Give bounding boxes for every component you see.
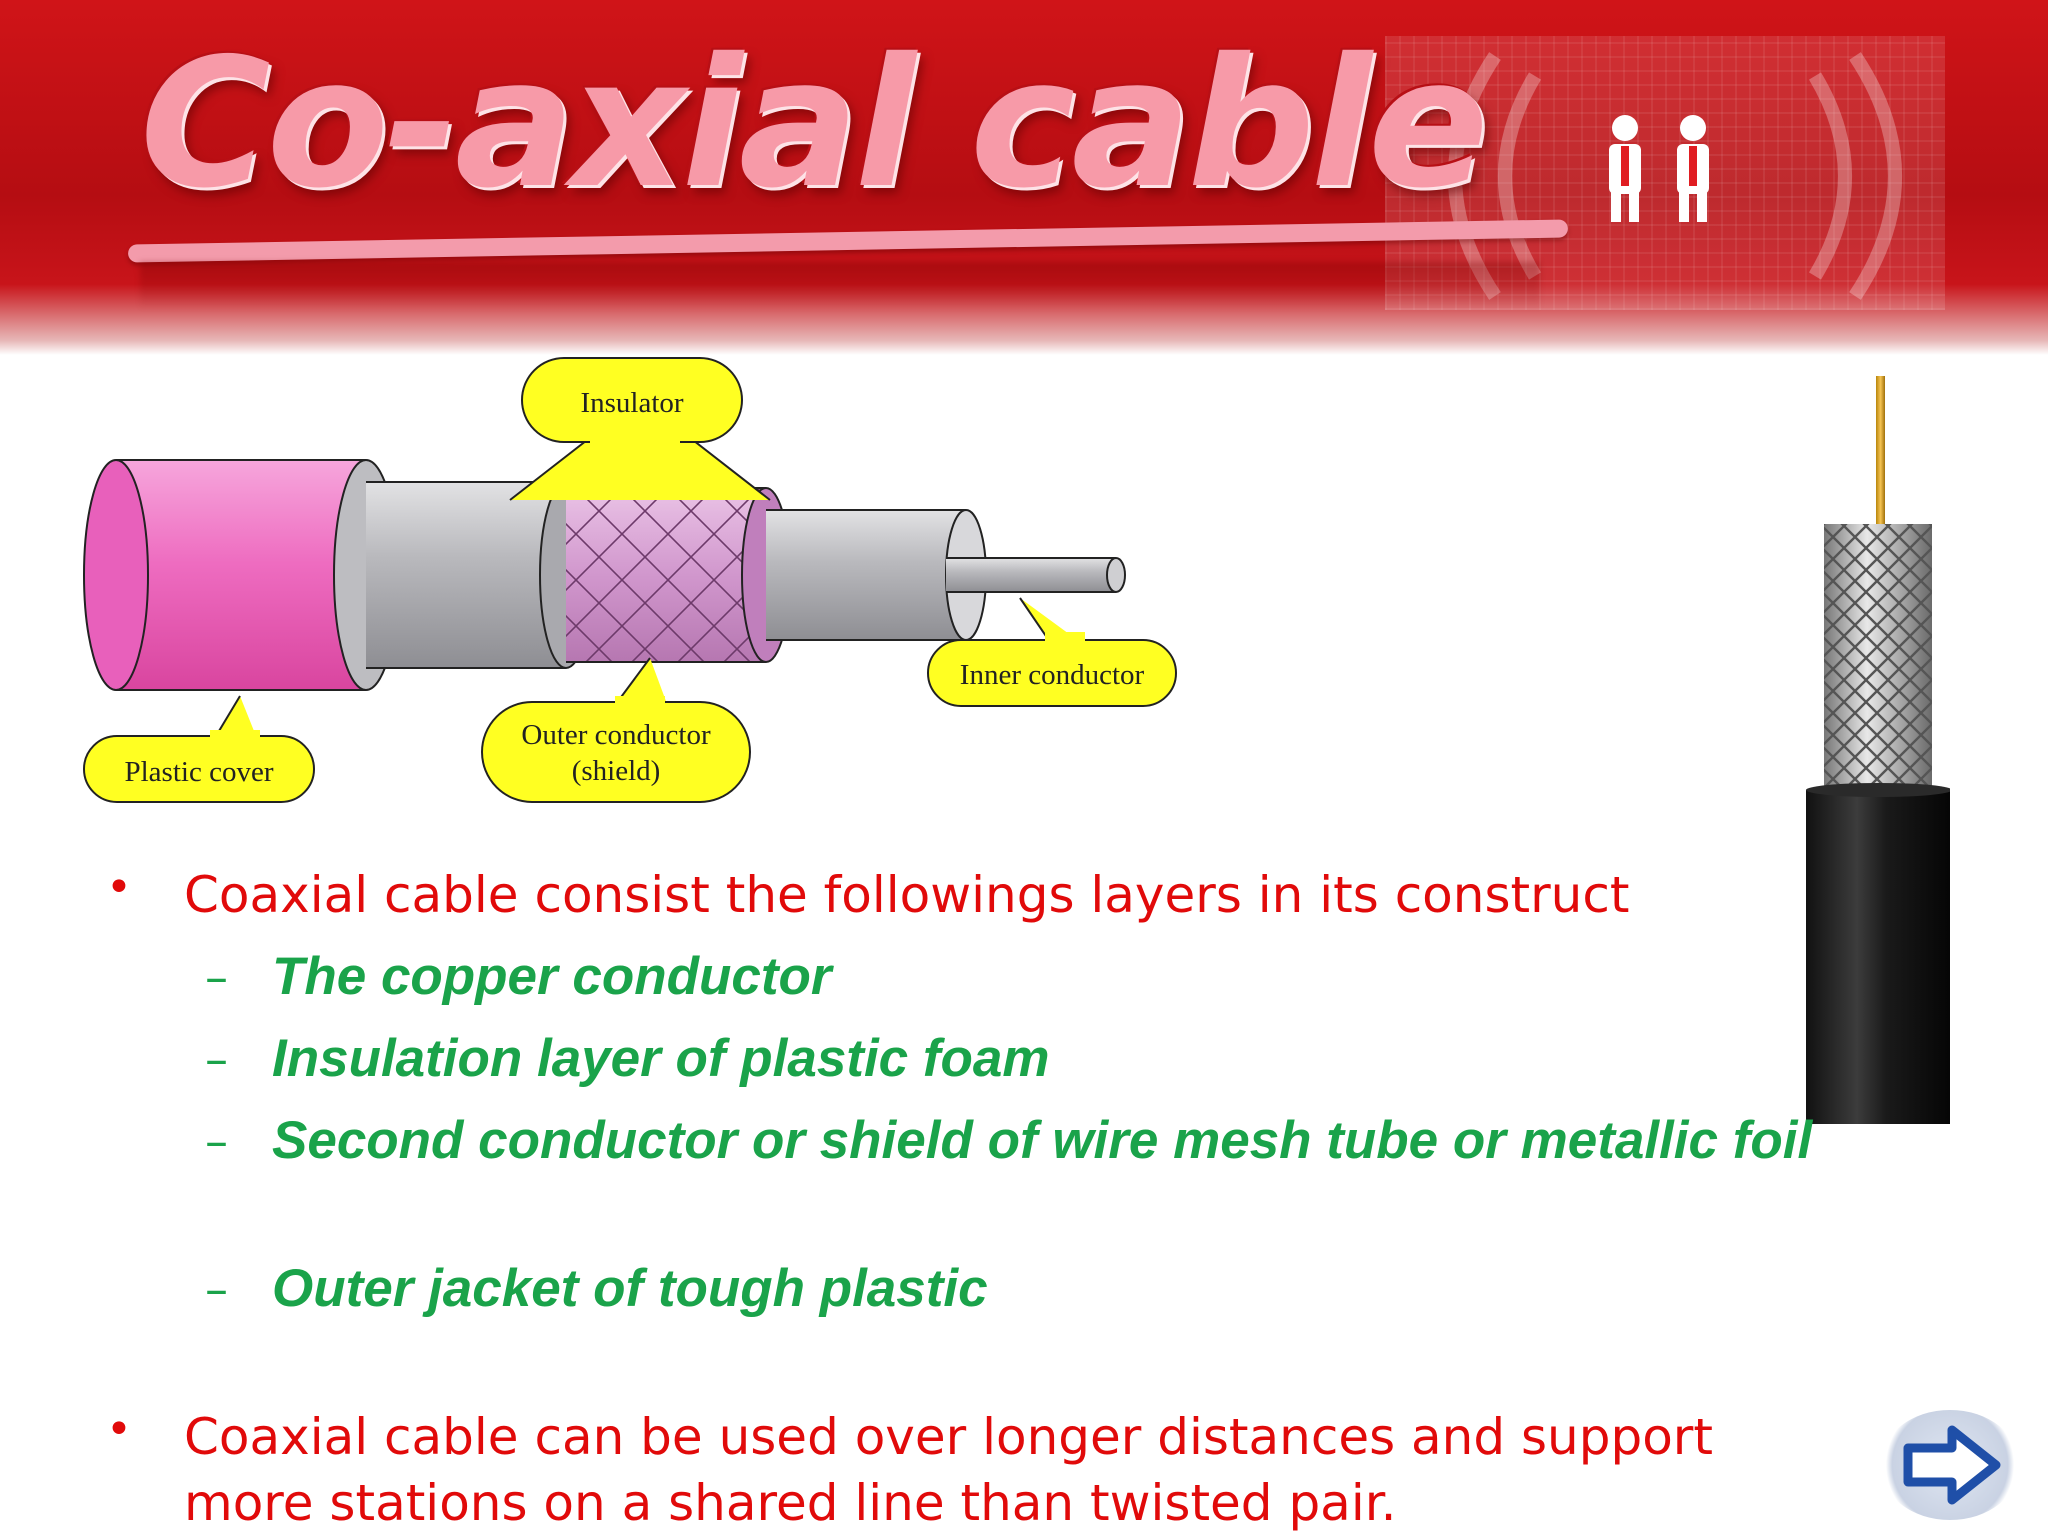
sub-text: Outer jacket of tough plastic bbox=[272, 1259, 988, 1318]
sub-item: – Insulation layer of plastic foam bbox=[100, 1026, 1840, 1108]
outer-insulation-layer bbox=[366, 481, 593, 669]
sub-dash: – bbox=[205, 1262, 228, 1316]
insulator-callout: Insulator bbox=[509, 357, 771, 501]
insulator-label: Insulator bbox=[580, 387, 683, 419]
sub-text: The copper conductor bbox=[272, 947, 832, 1006]
sub-dash: – bbox=[205, 1114, 228, 1168]
inner-conductor-callout: Inner conductor bbox=[927, 597, 1177, 707]
sub-text: Second conductor or shield of wire mesh … bbox=[272, 1111, 1813, 1170]
title-reflection bbox=[140, 262, 1540, 310]
coaxial-cable-diagram: Insulator Inner conductor Outer conducto… bbox=[83, 357, 1177, 803]
next-slide-button[interactable] bbox=[1880, 1410, 2020, 1520]
sub-dash: – bbox=[205, 1032, 228, 1086]
bullet-text: Coaxial cable can be used over longer di… bbox=[184, 1408, 1713, 1532]
signal-waves-icon bbox=[1448, 52, 1902, 300]
plastic-cover-callout: Plastic cover bbox=[83, 695, 315, 803]
coaxial-cable-photo bbox=[1806, 376, 1950, 1124]
bullet-dot: • bbox=[106, 1404, 132, 1455]
bullet-item: • Coaxial cable consist the followings l… bbox=[100, 862, 1700, 932]
outer-conductor-callout: Outer conductor (shield) bbox=[481, 657, 751, 803]
bullet-dot: • bbox=[106, 862, 132, 913]
outer-conductor-label-line1: Outer conductor bbox=[521, 719, 711, 751]
shield-layer bbox=[566, 487, 791, 663]
banner-graphic-panel bbox=[1385, 36, 1945, 310]
right-arrow-icon bbox=[1903, 1425, 2001, 1505]
inner-conductor-wire bbox=[946, 557, 1126, 593]
plastic-cover-layer bbox=[83, 459, 399, 691]
copper-core bbox=[1876, 376, 1885, 528]
sub-item: – Second conductor or shield of wire mes… bbox=[100, 1108, 1840, 1256]
slide-title: Co-axial cable bbox=[140, 20, 1489, 227]
title-banner: Co-axial cable bbox=[0, 0, 2048, 355]
sub-item: – The copper conductor bbox=[100, 944, 1840, 1026]
sub-text: Insulation layer of plastic foam bbox=[272, 1029, 1050, 1088]
sub-dash: – bbox=[205, 950, 228, 1004]
bullet-text: Coaxial cable consist the followings lay… bbox=[184, 866, 1630, 924]
outer-conductor-label-line2: (shield) bbox=[572, 755, 661, 787]
black-jacket bbox=[1806, 790, 1950, 1124]
plastic-cover-label: Plastic cover bbox=[125, 756, 274, 788]
inner-conductor-label: Inner conductor bbox=[960, 659, 1145, 691]
people-icon bbox=[1609, 115, 1709, 222]
sub-list: – The copper conductor – Insulation laye… bbox=[100, 944, 1840, 1338]
sub-item: – Outer jacket of tough plastic bbox=[100, 1256, 1840, 1338]
